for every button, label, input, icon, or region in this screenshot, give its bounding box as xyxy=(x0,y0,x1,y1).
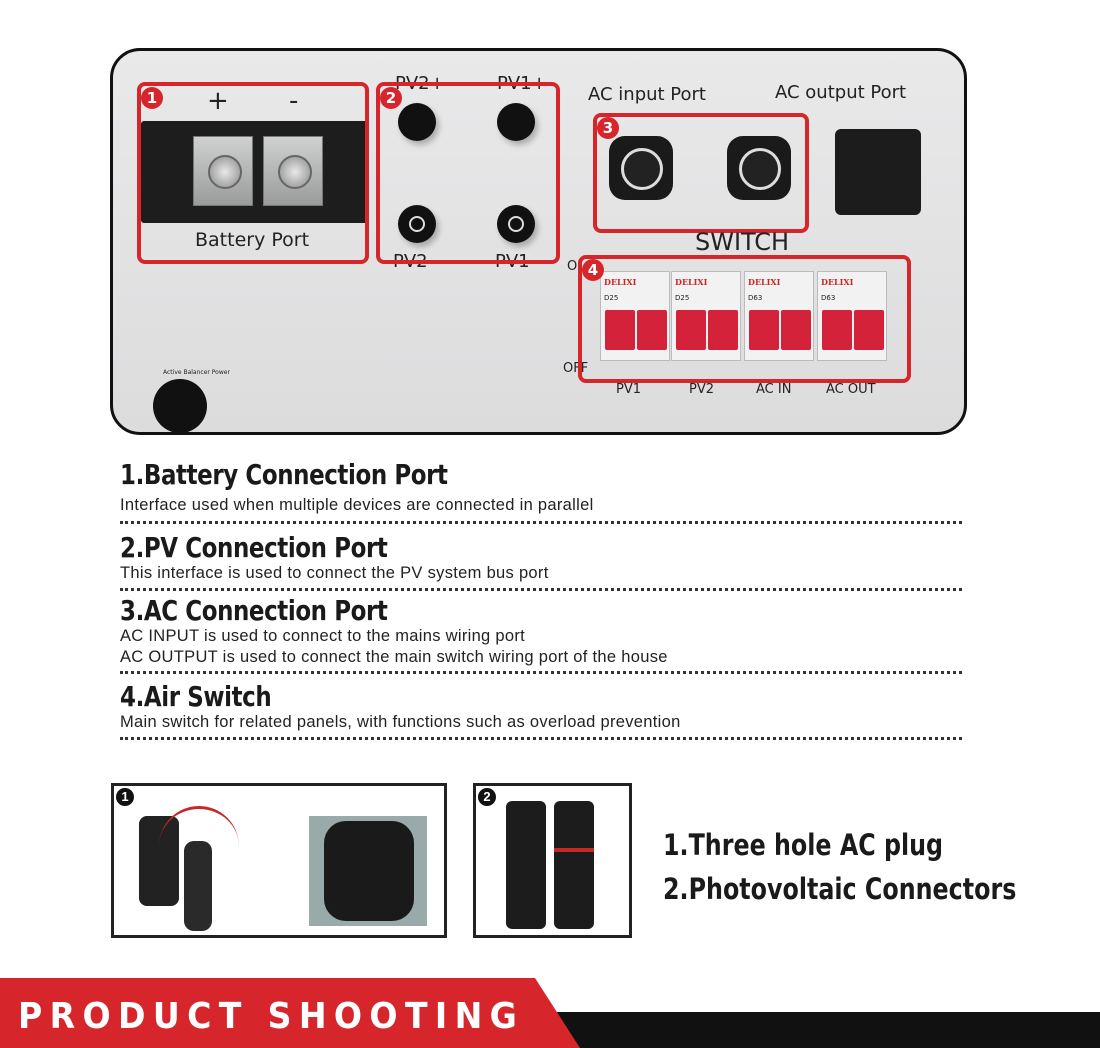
divider xyxy=(120,588,962,591)
caption-2: 2.Photovoltaic Connectors xyxy=(663,872,1017,906)
breaker-ac-out[interactable]: DELIXI D63 xyxy=(817,271,887,361)
red-wires xyxy=(159,806,239,846)
pv1-minus-connector xyxy=(497,205,535,243)
three-hole-socket xyxy=(324,821,414,921)
ac-output-port xyxy=(727,136,791,200)
breaker-pv1[interactable]: DELIXI D25 xyxy=(600,271,670,361)
lever xyxy=(854,310,884,350)
battery-highlight xyxy=(137,82,369,264)
ac-plug-photo: 1 xyxy=(111,783,447,938)
negative-bolt xyxy=(263,136,323,206)
connector-male xyxy=(506,801,546,929)
caption-1: 1.Three hole AC plug xyxy=(663,828,944,862)
pv-highlight xyxy=(376,82,560,264)
badge-1: 1 xyxy=(141,87,163,109)
pv2-switch-label: PV2 xyxy=(689,382,715,397)
ac-output-label: AC output Port xyxy=(775,82,907,103)
section-title: 3.AC Connection Port xyxy=(120,594,388,627)
section-desc: AC INPUT is used to connect to the mains… xyxy=(120,627,526,645)
pv2-minus-connector xyxy=(398,205,436,243)
switch-title: SWITCH xyxy=(695,228,790,256)
section-desc: Interface used when multiple devices are… xyxy=(120,496,594,514)
banner-red xyxy=(0,978,580,1048)
badge-3: 3 xyxy=(597,117,619,139)
rating: D25 xyxy=(604,294,619,302)
pv1-plus-connector xyxy=(497,103,535,141)
pv2-plus-connector xyxy=(398,103,436,141)
connector-red-ring xyxy=(554,848,594,852)
brand: DELIXI xyxy=(604,277,637,287)
rating: D63 xyxy=(748,294,763,302)
section-desc: Main switch for related panels, with fun… xyxy=(120,713,681,731)
lever xyxy=(637,310,667,350)
ac-input-port xyxy=(609,136,673,200)
badge-2: 2 xyxy=(380,87,402,109)
breaker-ac-in[interactable]: DELIXI D63 xyxy=(744,271,814,361)
battery-terminal-block xyxy=(141,121,369,223)
banner-black-bar xyxy=(540,1012,1100,1048)
switch-highlight xyxy=(578,255,911,383)
ac-highlight xyxy=(593,113,809,233)
inverter-panel-photo: + - Battery Port 1 PV2+ PV1+ PV2- PV1- 2… xyxy=(110,48,967,435)
section-title: 1.Battery Connection Port xyxy=(120,458,448,491)
section-title: 4.Air Switch xyxy=(120,680,272,713)
divider xyxy=(120,737,962,740)
ac-out-switch-label: AC OUT xyxy=(826,382,876,397)
ac-in-switch-label: AC IN xyxy=(756,382,792,397)
plus-label: + xyxy=(207,86,229,116)
lever xyxy=(822,310,852,350)
badge-4: 4 xyxy=(582,259,604,281)
lever xyxy=(781,310,811,350)
banner-text: PRODUCT SHOOTING xyxy=(18,996,525,1037)
on-label: ON xyxy=(567,259,581,274)
photo-badge-1: 1 xyxy=(116,788,134,806)
lever xyxy=(749,310,779,350)
battery-port-label: Battery Port xyxy=(195,229,310,251)
photo-badge-2: 2 xyxy=(478,788,496,806)
section-desc: This interface is used to connect the PV… xyxy=(120,564,549,582)
divider xyxy=(120,671,962,674)
brand: DELIXI xyxy=(821,277,854,287)
section-desc: AC OUTPUT is used to connect the main sw… xyxy=(120,648,668,666)
rating: D63 xyxy=(821,294,836,302)
pv1-switch-label: PV1 xyxy=(616,382,642,397)
lever xyxy=(605,310,635,350)
positive-bolt xyxy=(193,136,253,206)
brand: DELIXI xyxy=(675,277,708,287)
brand: DELIXI xyxy=(748,277,781,287)
ac-socket xyxy=(835,129,921,215)
lever xyxy=(708,310,738,350)
lever xyxy=(676,310,706,350)
connector-female xyxy=(554,801,594,929)
balancer-label: Active Balancer Power xyxy=(163,369,230,376)
pv-connector-photo: 2 xyxy=(473,783,632,938)
plug-body xyxy=(184,841,212,931)
breaker-pv2[interactable]: DELIXI D25 xyxy=(671,271,741,361)
balancer-power-button[interactable] xyxy=(153,379,207,432)
divider xyxy=(120,521,962,524)
minus-label: - xyxy=(289,86,299,116)
rating: D25 xyxy=(675,294,690,302)
ac-input-label: AC input Port xyxy=(588,84,706,105)
section-title: 2.PV Connection Port xyxy=(120,531,388,564)
